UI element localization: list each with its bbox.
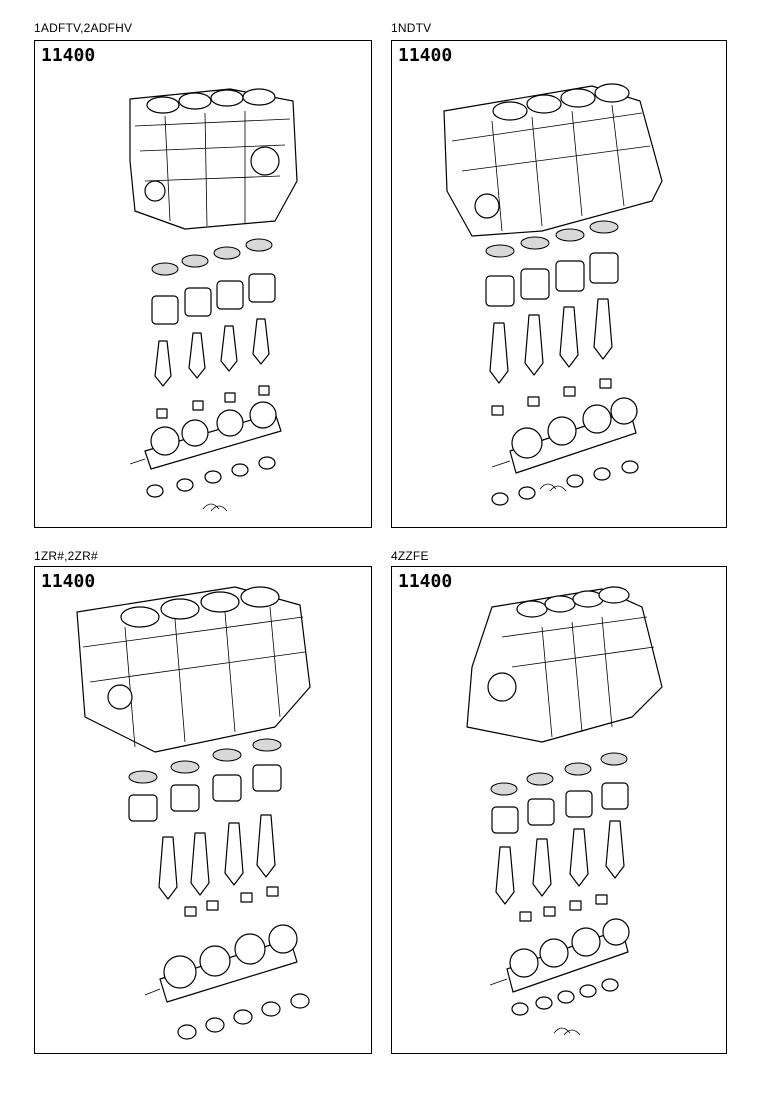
connecting-rods (155, 319, 269, 386)
crankshaft (490, 919, 629, 992)
short-block-illustration (392, 41, 726, 527)
bearings (492, 379, 611, 415)
piston-rings (491, 753, 627, 795)
part-code: 11400 (41, 45, 96, 66)
piston-rings (129, 739, 281, 783)
part-code: 11400 (398, 571, 453, 592)
part-code: 11400 (41, 571, 96, 592)
main-bearings (512, 979, 618, 1035)
parts-panel: 11400 (391, 566, 727, 1054)
parts-panel: 11400 (34, 40, 372, 528)
bearings (185, 887, 278, 916)
short-block-illustration (392, 567, 726, 1053)
cylinder-block (130, 89, 297, 229)
crankshaft (145, 925, 297, 1002)
pistons (492, 783, 628, 833)
bearings (157, 386, 269, 418)
connecting-rods (496, 821, 624, 904)
crankshaft (492, 398, 637, 473)
piston-rings (152, 239, 272, 275)
short-block-illustration (35, 41, 371, 527)
cylinder-block (467, 587, 662, 742)
cylinder-block (77, 587, 310, 752)
part-code: 11400 (398, 45, 453, 66)
parts-panel: 11400 (34, 566, 372, 1054)
main-bearings (178, 994, 309, 1039)
short-block-illustration (35, 567, 371, 1053)
engine-caption: 4ZZFE (391, 549, 429, 563)
crankshaft (130, 402, 281, 469)
pistons (152, 274, 275, 324)
connecting-rods (490, 299, 612, 383)
piston-rings (486, 221, 618, 257)
cylinder-block (444, 84, 662, 236)
pistons (486, 253, 618, 306)
parts-panel: 11400 (391, 40, 727, 528)
main-bearings (147, 457, 275, 511)
pistons (129, 765, 281, 821)
connecting-rods (159, 815, 275, 899)
engine-caption: 1NDTV (391, 21, 432, 35)
main-bearings (492, 461, 638, 505)
engine-caption: 1ZR#,2ZR# (34, 549, 98, 563)
bearings (520, 895, 607, 921)
engine-caption: 1ADFTV,2ADFHV (34, 21, 133, 35)
